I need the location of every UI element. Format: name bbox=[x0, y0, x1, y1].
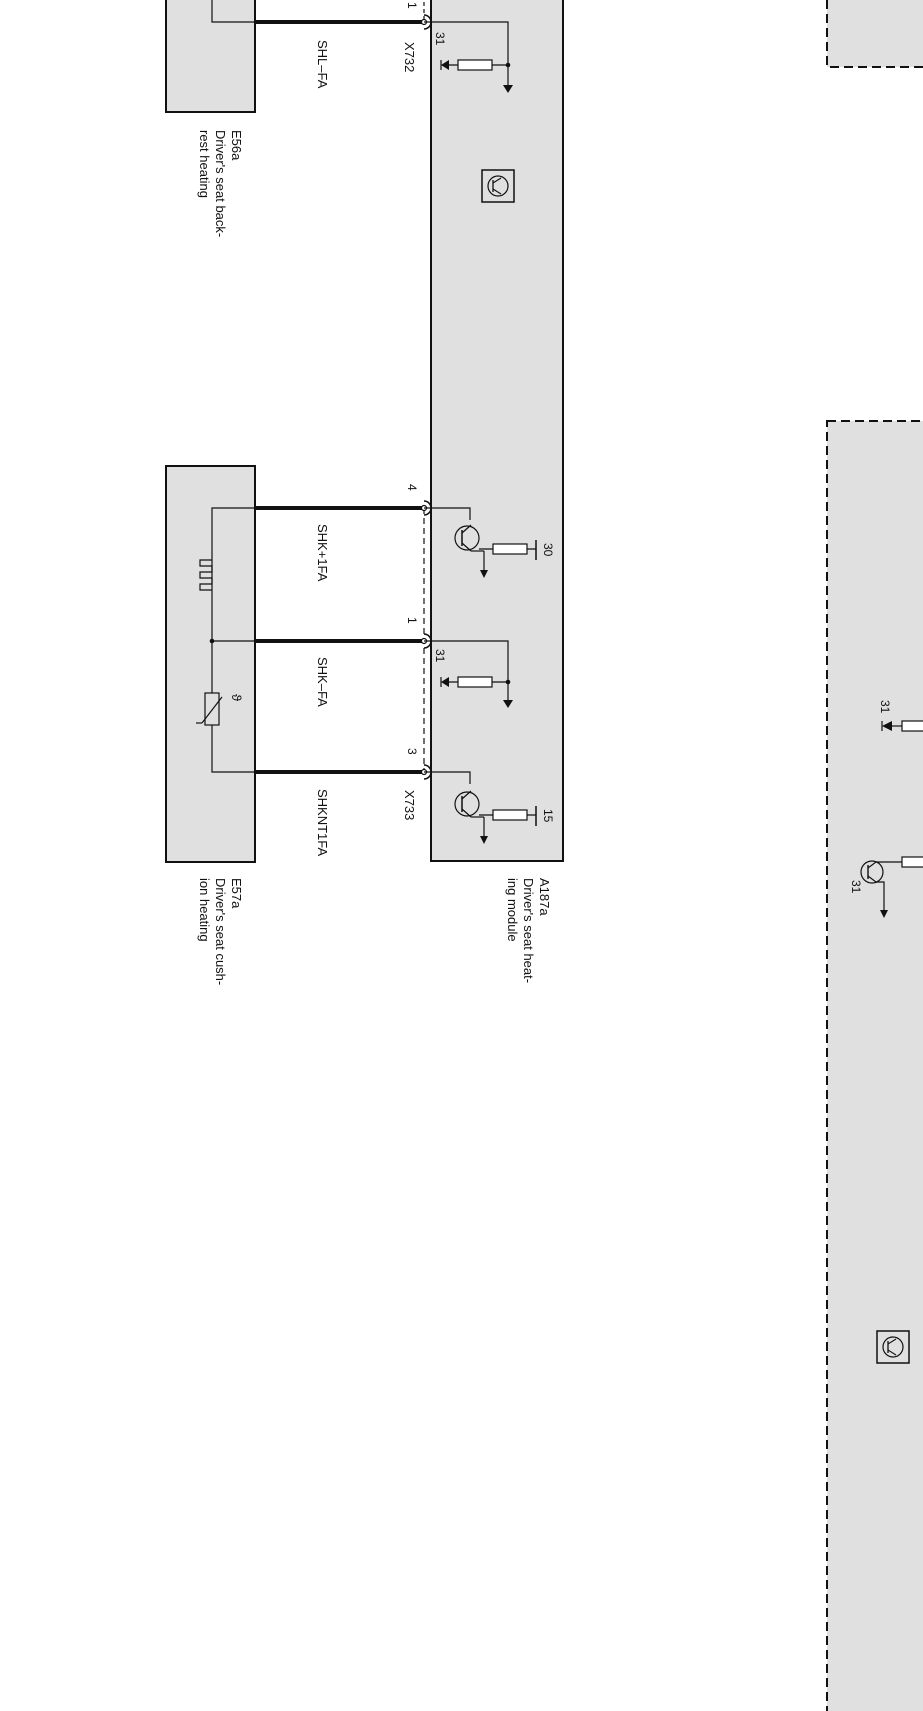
control-unit-icon bbox=[481, 169, 515, 203]
connector-x732 bbox=[420, 0, 432, 30]
right-module-transistor bbox=[860, 856, 923, 918]
wire-label-shknt: SHKNT1FA bbox=[315, 789, 330, 857]
heating-element-icon bbox=[199, 559, 213, 591]
transistor-driver-15 bbox=[424, 771, 537, 844]
transistor-driver-30 bbox=[424, 507, 537, 578]
right-module-top-box bbox=[826, 0, 923, 68]
wire-label-shk-minus: SHK–FA bbox=[315, 657, 330, 707]
terminal-31-right-a: 31 bbox=[878, 700, 892, 714]
right-module-lower-box bbox=[826, 420, 923, 1711]
terminal-30: 30 bbox=[541, 543, 555, 557]
component-name-e57a-line2: ion heating bbox=[197, 878, 212, 942]
connector-label-x733: X733 bbox=[402, 790, 417, 820]
terminal-31-top: 31 bbox=[433, 32, 447, 46]
component-code-e57a: E57a bbox=[229, 878, 244, 909]
component-code-e56a: E56a bbox=[229, 130, 244, 161]
connector-label-x732: X732 bbox=[402, 42, 417, 72]
module-code-a187a: A187a bbox=[537, 878, 552, 916]
ground-resistor-mid bbox=[424, 640, 513, 708]
terminal-15: 15 bbox=[541, 809, 555, 823]
right-module-resistor bbox=[881, 720, 923, 732]
terminal-31-right-b: 31 bbox=[849, 880, 863, 894]
component-name-e56a-line2: rest heating bbox=[197, 130, 212, 198]
component-e57a bbox=[165, 465, 256, 863]
pin-x733-4: 4 bbox=[405, 484, 419, 491]
wire-label-shl-minus: SHL–FA bbox=[315, 40, 330, 89]
component-name-e56a-line1: Driver's seat back- bbox=[213, 130, 228, 237]
module-name-a187a-line2: ing module bbox=[505, 878, 520, 942]
module-a187a-box bbox=[430, 0, 564, 862]
ntc-sensor-icon bbox=[196, 692, 223, 726]
connector-x733 bbox=[420, 500, 432, 780]
ground-resistor-top bbox=[424, 21, 513, 93]
component-name-e57a-line1: Driver's seat cush- bbox=[213, 878, 228, 985]
control-unit-icon-right bbox=[876, 1330, 910, 1364]
terminal-31-mid: 31 bbox=[433, 649, 447, 663]
module-name-a187a-line1: Driver's seat heat- bbox=[521, 878, 536, 983]
pin-x733-1: 1 bbox=[405, 617, 419, 624]
sensor-theta-symbol: ϑ bbox=[229, 694, 244, 702]
wire-label-shk-plus: SHK+1FA bbox=[315, 524, 330, 582]
pin-x733-3: 3 bbox=[405, 748, 419, 755]
component-e56a bbox=[165, 0, 256, 113]
pin-x732-1: 1 bbox=[405, 2, 419, 9]
